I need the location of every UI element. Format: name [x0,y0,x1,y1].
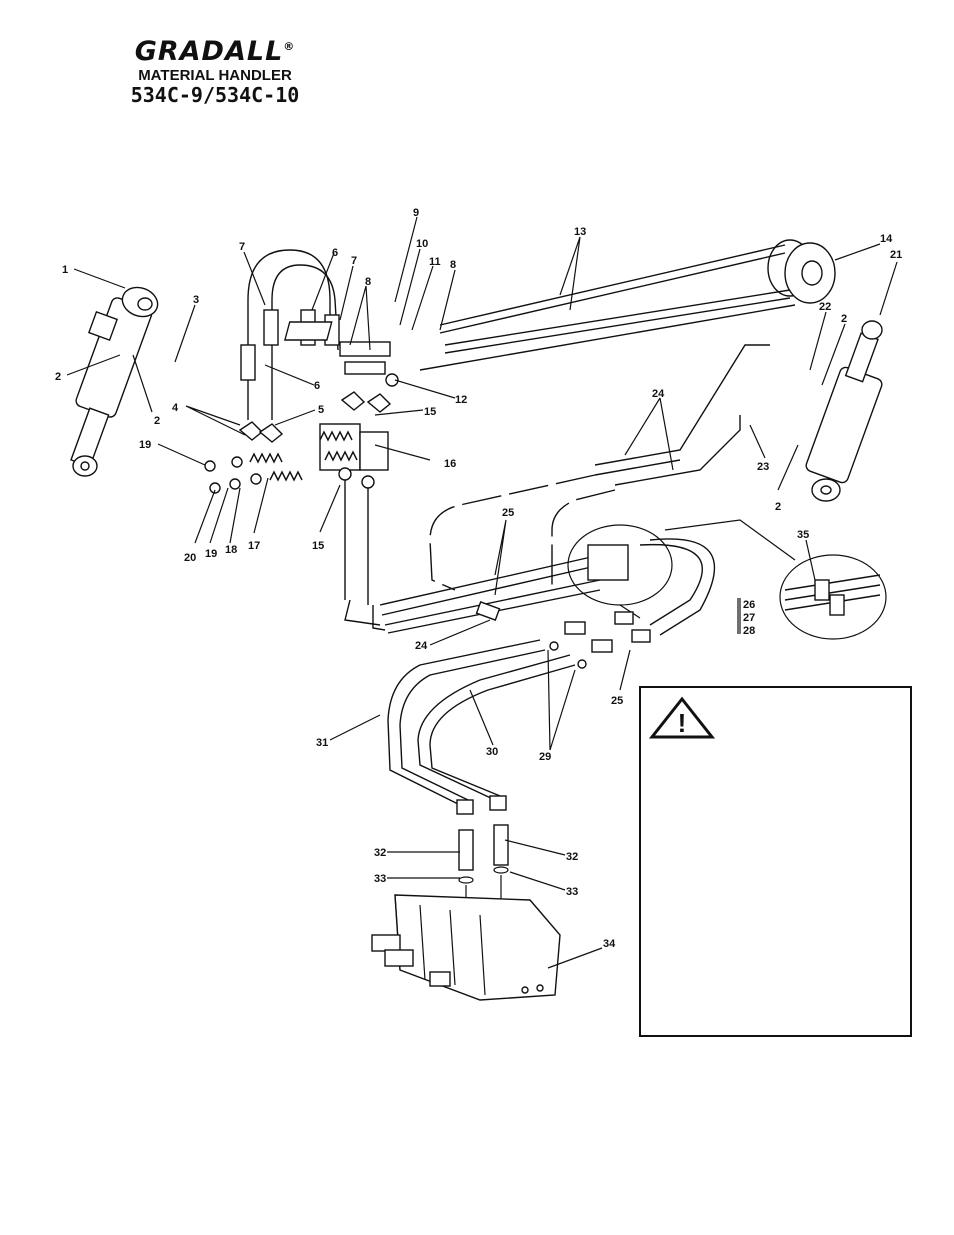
callout-16: 16 [444,458,456,470]
callout-10: 10 [416,238,428,250]
callout-24: 24 [652,388,665,400]
callout-25: 25 [502,507,514,519]
callout-2: 2 [55,371,61,383]
dashed-hose [429,474,616,591]
callout-5: 5 [318,404,324,416]
callout-35: 35 [797,529,809,541]
callout-2: 2 [775,501,781,513]
brand-logo: GRADALL® [134,36,296,67]
callout-12: 12 [455,394,467,406]
callout-labels: 1 2 2 2 2 3 4 5 6 6 7 7 8 8 9 10 11 12 1… [55,207,902,950]
callout-9: 9 [413,207,419,219]
subtitle: MATERIAL HANDLER [138,67,292,84]
pipe-24 [594,344,770,486]
callout-33: 33 [566,886,578,898]
springs [204,430,358,494]
callout-31: 31 [316,737,328,749]
callout-18: 18 [225,544,237,556]
callout-19: 19 [205,548,217,560]
callout-7: 7 [239,241,245,253]
callout-6: 6 [332,247,338,259]
adapters [458,824,509,915]
leader-lines [66,216,898,969]
callout-2: 2 [841,313,847,325]
callout-33: 33 [374,873,386,885]
callout-3: 3 [193,294,199,306]
callout-32: 32 [566,851,578,863]
tubes-30-31 [387,639,576,815]
callout-1: 1 [62,264,68,276]
callout-22: 22 [819,301,831,313]
callout-4: 4 [172,402,179,414]
callout-34: 34 [603,938,616,950]
callout-8: 8 [365,276,371,288]
callout-13: 13 [574,226,586,238]
sheave [767,239,836,304]
callout-15: 15 [424,406,436,418]
callout-19: 19 [139,439,151,451]
lower-fittings [475,601,651,669]
long-hoses [419,244,796,371]
warning-symbol: ! [678,708,687,738]
right-cylinder [805,320,883,502]
callout-11: 11 [429,256,441,268]
callout-27: 27 [743,612,755,624]
callout-8: 8 [450,259,456,271]
callout-2: 2 [154,415,160,427]
warning-triangle-icon: ! [649,696,715,739]
callout-32: 32 [374,847,386,859]
callout-24: 24 [415,640,428,652]
callout-28: 28 [743,625,755,637]
callout-29: 29 [539,751,551,763]
header: GRADALL® MATERIAL HANDLER 534C-9/534C-10 [100,32,330,107]
callout-21: 21 [890,249,902,261]
model-number: 534C-9/534C-10 [130,83,300,107]
callout-30: 30 [486,746,498,758]
callout-15: 15 [312,540,324,552]
callout-25: 25 [611,695,623,707]
clamp-detail [567,519,887,640]
callout-7: 7 [351,255,357,267]
callout-20: 20 [184,552,196,564]
callout-23: 23 [757,461,769,473]
callout-6: 6 [314,380,320,392]
callout-14: 14 [880,233,893,245]
control-valve [371,894,561,1001]
callout-17: 17 [248,540,260,552]
warning-box: ! [639,686,912,1037]
callout-26: 26 [743,599,755,611]
down-tubes [344,480,386,631]
